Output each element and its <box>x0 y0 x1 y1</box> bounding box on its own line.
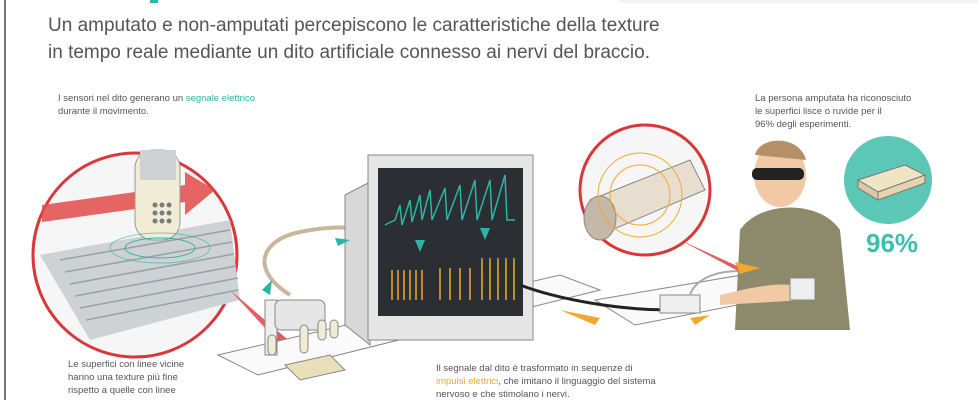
result-note: La persona amputata ha riconosciuto le s… <box>755 92 955 131</box>
texture-note-line: hanno una texture più fine <box>68 372 178 383</box>
oscilloscope-monitor <box>344 154 534 347</box>
result-note-line: le superfici lisce o ruvide per il <box>755 106 882 117</box>
result-note-line: 96% degli esperimenti. <box>755 119 852 130</box>
signal-note-post: , che imitano il linguaggio del sistema <box>498 376 656 387</box>
frame-border <box>4 0 6 400</box>
result-note-line: La persona amputata ha riconosciuto <box>755 93 912 104</box>
subtitle-line-1: Un amputato e non-amputati percepiscono … <box>48 15 660 36</box>
sensor-note-highlight: segnale elettrico <box>185 93 255 104</box>
amputee-person <box>720 140 850 330</box>
robotic-hand <box>264 299 346 381</box>
result-percent: 96% <box>866 228 919 258</box>
sensor-note-post: durante il movimento. <box>58 106 149 117</box>
nerve-closeup <box>578 123 712 257</box>
sensor-note: I sensori nel dito generano un segnale e… <box>58 92 258 118</box>
texture-note-line: rispetto a quelle con linee <box>68 385 176 396</box>
subtitle: Un amputato e non-amputati percepiscono … <box>48 12 660 66</box>
signal-note-line: nervoso e che stimolano i nervi. <box>436 389 570 400</box>
texture-sample-badge <box>844 136 932 224</box>
fingertip-closeup <box>31 149 240 359</box>
signal-note-line: Il segnale dal dito è trasformato in seq… <box>436 363 633 374</box>
subtitle-line-2: in tempo reale mediante un dito artifici… <box>48 42 650 63</box>
signal-note: Il segnale dal dito è trasformato in seq… <box>436 362 736 401</box>
sensor-note-text: I sensori nel dito generano un <box>58 93 186 104</box>
texture-note-line: Le superfici con linee vicine <box>68 359 185 370</box>
texture-note: Le superfici con linee vicine hanno una … <box>68 358 228 397</box>
signal-note-highlight: impulsi elettrici <box>436 376 499 387</box>
